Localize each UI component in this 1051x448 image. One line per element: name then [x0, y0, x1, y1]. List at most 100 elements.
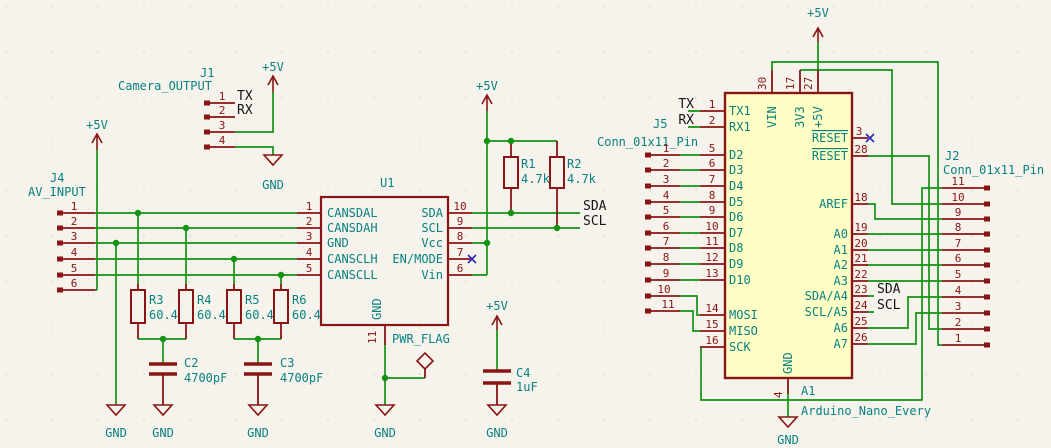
- net-labels[interactable]: TX RX SDA SCL TX RX SDA SCL: [237, 89, 901, 313]
- pin-number: 28: [854, 143, 867, 156]
- c3-value: 4700pF: [280, 371, 323, 385]
- pin-name: GND: [327, 236, 349, 250]
- pin-name: SDA/A4: [805, 289, 848, 303]
- pin-number: 1: [955, 332, 962, 345]
- arduino-value: Arduino_Nano_Every: [801, 404, 931, 418]
- net-label-scl[interactable]: SCL: [877, 298, 901, 313]
- p5v-label: +5V: [486, 299, 508, 313]
- pin-number: 11: [366, 331, 379, 344]
- pin-number: 4: [955, 284, 962, 297]
- r3-body: [130, 289, 146, 324]
- pin-number: 3: [663, 173, 670, 186]
- pin-number: 25: [854, 315, 867, 328]
- ic-arduino-nano-every[interactable]: A1 Arduino_Nano_Every TX1 RX1 D2 D3 D4 D…: [705, 77, 931, 418]
- pin-name: CANSDAL: [327, 206, 378, 220]
- net-label-rx[interactable]: RX: [237, 103, 253, 118]
- pin-number: 6: [71, 277, 78, 290]
- connector-pin-ends: [57, 100, 990, 348]
- pin-number: 14: [705, 302, 719, 315]
- pin-name: EN/MODE: [392, 252, 443, 266]
- pin-number: 16: [705, 334, 718, 347]
- pin-number: 2: [955, 316, 962, 329]
- pin-number: 9: [457, 215, 464, 228]
- u1-body[interactable]: [319, 195, 450, 327]
- r5-body: [226, 289, 242, 324]
- pin-number: 6: [955, 252, 962, 265]
- pin-number: 8: [457, 230, 464, 243]
- pin-name-reset: RESET: [812, 131, 848, 145]
- resistor-bodies[interactable]: [130, 156, 565, 324]
- net-label-tx[interactable]: TX: [678, 97, 694, 112]
- pin-number: 12: [705, 251, 718, 264]
- pin-name: MOSI: [729, 308, 758, 322]
- gnd-label: GND: [262, 178, 284, 192]
- pin-name: D2: [729, 148, 743, 162]
- j4-value: AV_INPUT: [28, 185, 86, 199]
- pin-number: 4: [772, 391, 785, 398]
- pin-number: 3: [219, 119, 226, 132]
- pin-name: MISO: [729, 324, 758, 338]
- pin-number: 15: [705, 318, 718, 331]
- pin-number: 2: [709, 114, 716, 127]
- pin-number: 9: [955, 206, 962, 219]
- connector-j1[interactable]: J1 Camera_OUTPUT 1 2 3 4: [118, 66, 226, 147]
- pin-number: 22: [854, 268, 867, 281]
- r6-body: [273, 289, 289, 324]
- pin-name: D5: [729, 195, 743, 209]
- pin-name: A7: [834, 337, 848, 351]
- pin-number: 11: [951, 175, 964, 188]
- net-label-tx[interactable]: TX: [237, 89, 253, 104]
- pin-number: 1: [663, 142, 670, 155]
- capacitor-plate-icons: [149, 362, 511, 385]
- pin-number: 3: [306, 230, 313, 243]
- pin-number: 3: [955, 300, 962, 313]
- pin-name: VIN: [765, 106, 779, 128]
- pin-number: 5: [709, 142, 716, 155]
- gnd-symbol-icons: [105, 154, 799, 429]
- p5v-label: +5V: [807, 6, 829, 20]
- capacitor-fields: C2 4700pF C3 4700pF C4 1uF: [184, 356, 538, 394]
- r2-value: 4.7k: [567, 172, 597, 186]
- pin-number: 20: [854, 237, 867, 250]
- pin-name: D6: [729, 210, 743, 224]
- pin-number: 18: [854, 191, 867, 204]
- connector-j4[interactable]: J4 AV_INPUT 1 2 3 4 5 6: [28, 171, 86, 290]
- u1-ref: U1: [380, 176, 394, 190]
- pin-name: GND: [370, 298, 384, 320]
- pin-number: 1: [219, 90, 226, 103]
- pin-name: D7: [729, 226, 743, 240]
- pin-number: 10: [453, 200, 466, 213]
- r5-ref: R5: [245, 293, 259, 307]
- pin-name: 3V3: [793, 106, 807, 128]
- net-label-rx[interactable]: RX: [678, 113, 694, 128]
- r4-ref: R4: [197, 293, 211, 307]
- arduino-body[interactable]: [723, 91, 854, 380]
- p5v-label: +5V: [262, 60, 284, 74]
- junction-dots: [112, 137, 561, 382]
- c3-ref: C3: [280, 356, 294, 370]
- pin-name: A2: [834, 258, 848, 272]
- pin-number: 7: [457, 246, 464, 259]
- pin-number: 21: [854, 252, 867, 265]
- j5-ref: J5: [653, 117, 667, 131]
- pin-number: 2: [663, 157, 670, 170]
- pin-number: 8: [709, 189, 716, 202]
- connector-j2[interactable]: J2 Conn_01x11_Pin 11 10 9 8 7 6 5 4 3 2 …: [943, 149, 1044, 345]
- net-label-scl[interactable]: SCL: [583, 214, 607, 229]
- pin-name: D3: [729, 163, 743, 177]
- pin-number: 10: [657, 283, 670, 296]
- gnd-label: GND: [105, 426, 127, 440]
- connector-j5[interactable]: J5 Conn_01x11_Pin 1 2 3 4 5 6 7 8 9 10 1…: [597, 117, 698, 311]
- pin-number: 13: [705, 267, 718, 280]
- r4-value: 60.4: [197, 308, 226, 322]
- ic-u1[interactable]: U1 CANSDAL CANSDAH GND CANSCLH CANSCLL 1…: [306, 176, 467, 344]
- net-label-sda[interactable]: SDA: [583, 199, 607, 214]
- pin-name: SCL: [421, 221, 443, 235]
- net-label-sda[interactable]: SDA: [877, 282, 901, 297]
- pin-number: 1: [709, 98, 716, 111]
- pin-number: 2: [219, 104, 226, 117]
- r1-ref: R1: [521, 157, 535, 171]
- pin-number: 5: [955, 268, 962, 281]
